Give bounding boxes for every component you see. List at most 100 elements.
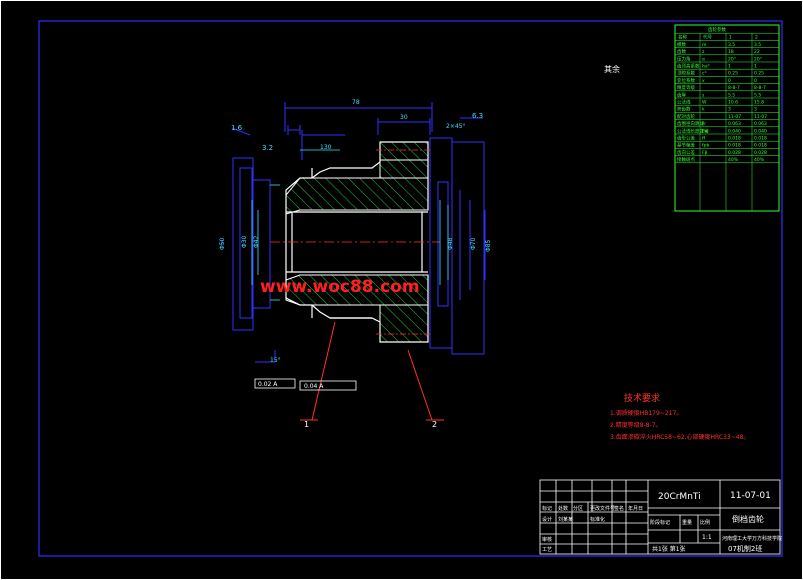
- param-cell: ff: [702, 136, 706, 142]
- dim-right-2: Φ70: [470, 237, 477, 250]
- param-cell: m: [702, 43, 706, 48]
- tech-line-3: 3.齿面渗碳淬火HRC58~62,心部硬度HRC33~48。: [610, 433, 749, 441]
- dim-right-length: 30: [400, 114, 408, 121]
- roughness-2: 3.2: [262, 144, 273, 152]
- param-cell: 齿圈径向跳动: [677, 120, 704, 127]
- param-cell: 5.5: [754, 92, 761, 98]
- dim-left-3: Φ42: [253, 235, 260, 248]
- part-view: [221, 102, 486, 421]
- param-cell: 20°: [754, 56, 762, 62]
- tb-drawing-no: 11-07-01: [730, 491, 771, 501]
- param-cell: Fr: [702, 121, 706, 127]
- tb-stage-2: 比例: [700, 519, 710, 526]
- tb-stage-1: 重量: [682, 519, 692, 526]
- param-cell: 11-07: [754, 114, 767, 120]
- param-cell: 配对齿轮: [677, 113, 695, 120]
- param-cell: 公法线长度变动: [677, 127, 709, 134]
- param-cell: c*: [702, 71, 707, 77]
- tb-role-1: 审核: [542, 536, 552, 543]
- param-cell: 8-8-7: [754, 85, 766, 91]
- tb-designer: 刘某某: [558, 516, 573, 523]
- param-cell: 0.25: [754, 71, 764, 77]
- balloon-1: 1: [304, 420, 309, 429]
- tb-sheet: 共1张 第1张: [652, 545, 686, 553]
- roughness-3: 6.3: [472, 112, 483, 120]
- inner-frame: [38, 20, 783, 557]
- param-cell: 18: [728, 49, 734, 55]
- tb-material: 20CrMnTi: [658, 492, 701, 502]
- param-cell: Fw: [702, 128, 709, 134]
- param-cell: 1: [754, 64, 757, 70]
- param-cell: α: [702, 57, 705, 62]
- param-cell: 0.040: [728, 128, 741, 134]
- tb-class: 07机制2班: [728, 544, 762, 553]
- param-head-3: 2: [755, 35, 758, 41]
- param-cell: 公法线: [677, 99, 691, 106]
- dim-chamfer: 2×45°: [446, 123, 465, 130]
- param-cell: 齿形公差: [677, 135, 695, 142]
- datum-frame-1: 0.02 A: [258, 381, 278, 388]
- param-cell: 变位系数: [677, 77, 695, 84]
- param-cell: 8-8-7: [728, 85, 740, 91]
- param-cell: 齿向公差: [677, 149, 695, 156]
- param-cell: Fβ: [702, 150, 708, 156]
- param-cell: z: [702, 50, 705, 55]
- param-cell: 0: [728, 78, 731, 84]
- param-cell: 0.018: [754, 143, 767, 149]
- param-cell: 0.018: [728, 143, 741, 149]
- tb-head-3: 更改文件号: [590, 505, 615, 512]
- param-cell: 3: [728, 107, 731, 113]
- param-cell: 基节偏差: [677, 142, 695, 149]
- tech-title: 技术要求: [624, 392, 660, 404]
- param-cell: 齿厚: [677, 92, 686, 98]
- roughness-1: 1.6: [231, 124, 243, 132]
- param-cell: 齿顶高系数: [677, 63, 700, 70]
- param-cell: 20°: [728, 56, 736, 62]
- param-head-1: 代号: [703, 34, 712, 41]
- balloon-2: 2: [432, 420, 437, 429]
- tech-line-1: 1.调质硬度HB179~217。: [610, 409, 682, 417]
- dim-small-1: 130: [320, 144, 332, 151]
- param-cell: 0.063: [754, 121, 767, 127]
- tb-stage-0: 阶段标记: [650, 519, 670, 526]
- param-head-0: 名称: [678, 34, 687, 41]
- roughness-note: 其余: [604, 64, 620, 74]
- param-cell: 0.25: [728, 71, 738, 77]
- param-head-2: 1: [729, 35, 732, 41]
- param-cell: W: [702, 100, 707, 106]
- dim-angle: 15°: [270, 357, 281, 364]
- param-title: 齿轮参数: [708, 26, 726, 33]
- param-cell: 5.5: [728, 92, 735, 98]
- param-cell: 接触斑点: [677, 156, 695, 163]
- param-cell: s: [702, 93, 705, 98]
- tb-head-5: 年月日: [628, 505, 643, 512]
- param-cell: 15.8: [754, 100, 764, 106]
- tb-role-2: 工艺: [542, 547, 552, 553]
- param-cell: 顶隙系数: [677, 70, 695, 77]
- param-cell: 模数: [677, 41, 686, 48]
- param-cell: 3.5: [728, 42, 735, 48]
- param-cell: 0.018: [728, 136, 741, 142]
- param-cell: 0.040: [754, 128, 767, 134]
- tb-head-1: 处数: [558, 505, 568, 512]
- title-block-text: 标记 处数 分区 更改文件号 签名 年月日 设计 刘某某 标准化 审核 工艺 阶…: [542, 491, 782, 553]
- param-cell: 0.028: [728, 150, 741, 156]
- tb-standardize: 标准化: [590, 516, 605, 523]
- tb-head-4: 签名: [614, 505, 624, 512]
- param-cell: 10.6: [728, 100, 738, 106]
- param-cell: 精度等级: [677, 84, 695, 91]
- param-cell: 3.5: [754, 42, 761, 48]
- dim-overall-length: 78: [352, 99, 360, 106]
- tb-head-2: 分区: [573, 505, 583, 512]
- tb-role-0: 设计: [542, 516, 552, 523]
- dim-left-1: Φ50: [219, 237, 226, 250]
- title-block: [539, 479, 781, 555]
- param-cell: 0.063: [728, 121, 741, 127]
- param-cell: 跨齿数: [677, 106, 691, 113]
- param-cell: 0: [754, 78, 757, 84]
- param-cell: 22: [754, 49, 760, 55]
- datum-frame-2: 0.04 A: [304, 383, 324, 390]
- dim-left-2: Φ30: [241, 235, 248, 248]
